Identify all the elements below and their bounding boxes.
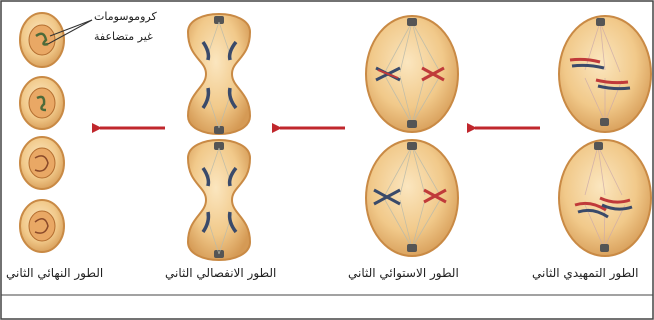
telophase2-cell-3 (20, 137, 64, 189)
telophase2-cell-4 (20, 200, 64, 252)
label-telophase2: الطور النهائي الثاني (6, 266, 103, 280)
metaphase2-cell-top (366, 16, 458, 132)
annotation-line-1: كروموسومات (94, 10, 157, 23)
label-anaphase2: الطور الانفصالي الثاني (165, 266, 276, 280)
label-prophase2: الطور التمهيدي الثاني (532, 266, 638, 280)
anaphase2-cell-top (188, 14, 250, 134)
metaphase2-cell-bottom (366, 140, 458, 256)
label-metaphase2: الطور الاستوائي الثاني (348, 266, 459, 280)
telophase2-cell-2 (20, 77, 64, 129)
telophase2-cell-1 (20, 13, 64, 67)
prophase2-cell-top (559, 16, 651, 132)
prophase2-cell-bottom (559, 140, 651, 256)
anaphase2-cell-bottom (188, 140, 250, 260)
annotation-line-2: غير متضاعفة (94, 30, 153, 43)
